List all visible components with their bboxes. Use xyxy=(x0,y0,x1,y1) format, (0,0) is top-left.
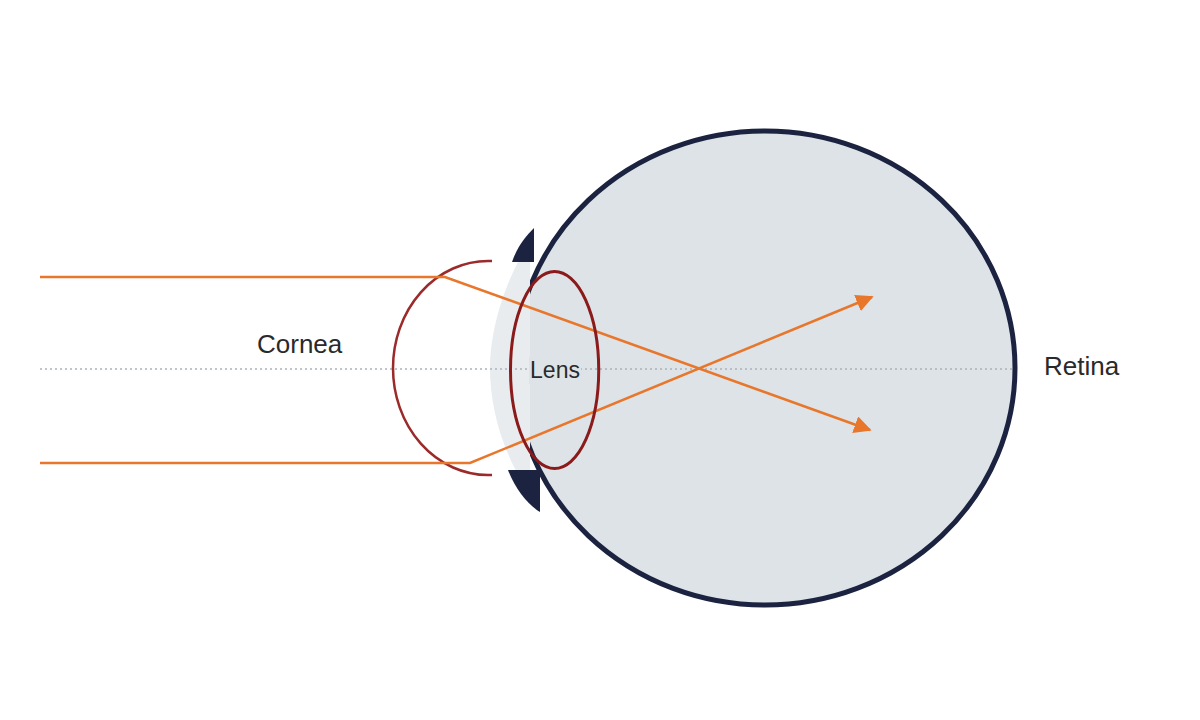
eyeball-outline xyxy=(515,131,1015,605)
part-label: Cornea xyxy=(255,329,344,360)
iris-bottom xyxy=(508,470,540,512)
iris-top xyxy=(512,228,534,262)
part-label: Retina xyxy=(1042,351,1121,382)
light-ray xyxy=(40,297,872,463)
light-ray xyxy=(40,277,870,430)
lens-shape: Lens xyxy=(509,270,600,470)
lens-outline xyxy=(511,272,599,469)
lens-label: Lens xyxy=(529,357,581,384)
optical-axis xyxy=(40,368,1012,370)
cornea-outline xyxy=(393,261,492,475)
